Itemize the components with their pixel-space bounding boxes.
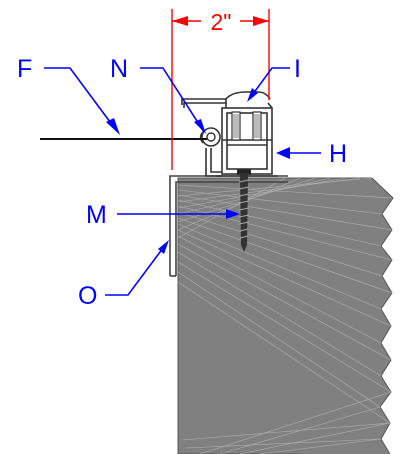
wall-texture-lines [177, 177, 393, 454]
spline-round [199, 127, 221, 147]
label-H: H [329, 140, 347, 168]
label-M: M [86, 201, 107, 229]
screw-fastener [237, 169, 251, 252]
label-F: F [17, 55, 32, 83]
arrow-M-icon [226, 209, 240, 219]
arrow-F-icon [106, 118, 120, 135]
dimension-arrow-left-icon [172, 16, 188, 26]
leader-O [105, 243, 167, 296]
label-I: I [294, 55, 301, 83]
label-O: O [78, 282, 97, 310]
weatherstrip-pile [231, 111, 262, 141]
track-extrusion [181, 91, 278, 177]
dimension-label: 2" [211, 9, 232, 35]
leader-I [249, 67, 290, 99]
arrow-I-icon [247, 88, 258, 102]
dimension-2in: 2" [171, 9, 270, 170]
leader-arrowheads [106, 88, 290, 254]
leader-F [44, 67, 117, 131]
dimension-arrow-right-icon [253, 16, 269, 26]
arrow-N-icon [194, 119, 206, 134]
arrow-H-icon [276, 147, 290, 159]
arrow-O-icon [158, 240, 169, 254]
wall-substrate [177, 177, 394, 454]
track-base-channel [221, 107, 273, 175]
leader-N [140, 67, 205, 133]
label-N: N [110, 55, 128, 83]
angle-trim-inner [175, 181, 288, 276]
callout-labels: F N I H M O [17, 55, 347, 310]
leader-lines [44, 67, 321, 296]
